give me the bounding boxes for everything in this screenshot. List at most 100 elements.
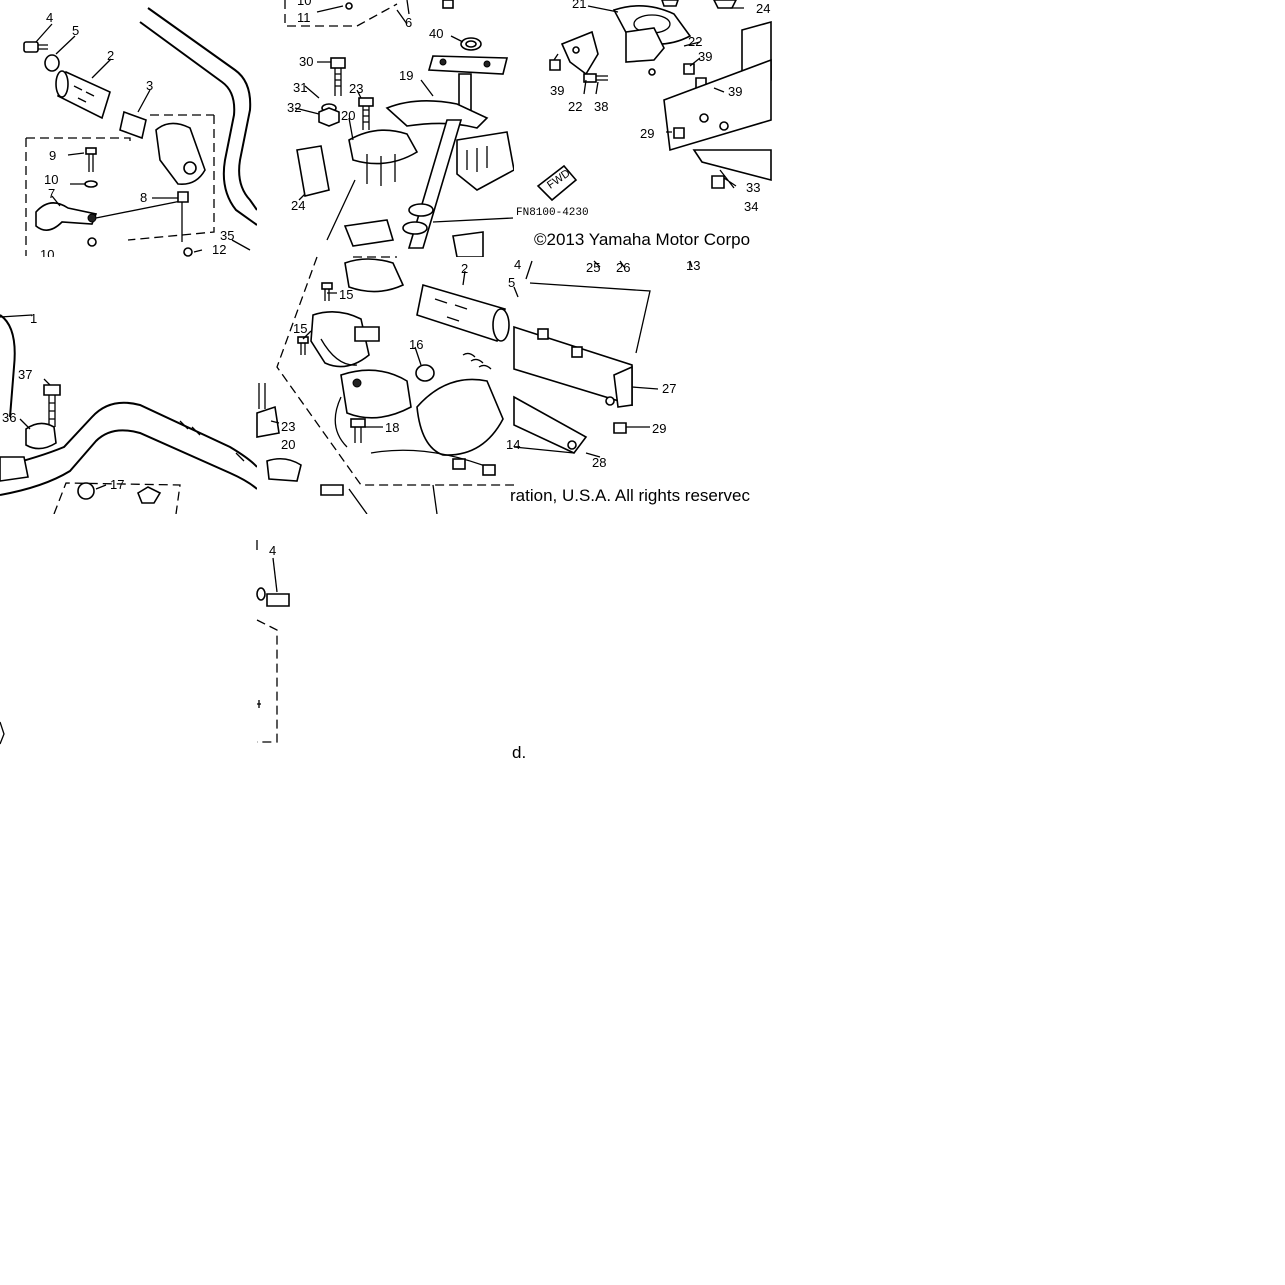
nut-part: [571, 346, 583, 358]
parts-drawing-middle-left: 1 37 36 17: [0, 311, 258, 515]
bolt-part: [613, 422, 627, 434]
bracket-part: [625, 27, 665, 63]
washer-part-small: [84, 180, 98, 188]
washer-part: [44, 54, 60, 72]
dashed-group-outline: [276, 256, 514, 486]
diagram-tile-middle-left: 1 37 36 17: [0, 257, 258, 515]
bolt-part: [330, 57, 346, 96]
callout-label: 15: [293, 321, 307, 336]
callout-label: 20: [281, 437, 295, 452]
connector-part: [482, 464, 496, 476]
handlebar-tube-edge: [0, 429, 258, 496]
bolt-part: [362, 104, 370, 130]
diagram-tile-center: 2 15 15 16 23 20 18: [256, 256, 514, 515]
callout-label: 8: [140, 190, 147, 205]
handlebar-tube-edge: [139, 21, 258, 226]
callout-label: 10: [44, 172, 58, 187]
parts-drawing-top-right: FWD 21 24 22 39 39 22 38 39 29 33 34: [536, 0, 772, 214]
callout-label: 4: [46, 10, 53, 25]
callout-label: 13: [686, 258, 700, 273]
copyright-text-start: ©2013 Yamaha Motor Corpo: [534, 230, 751, 249]
parts-drawing-bottom-middle: 4: [256, 540, 290, 743]
callout-label: 19: [399, 68, 413, 83]
callout-label: 36: [2, 410, 16, 425]
callout-label: 40: [429, 26, 443, 41]
grip-part: [55, 70, 111, 120]
clamp-part: [266, 457, 302, 482]
callout-label: 2: [107, 48, 114, 63]
nut-part: [537, 328, 549, 340]
diagram-tile-bottom-middle: 4: [256, 514, 514, 771]
nut-part: [177, 191, 189, 203]
callout-label: 23: [349, 81, 363, 96]
callout-label: 10: [297, 0, 311, 8]
bolt-part: [258, 383, 266, 409]
bolt-part: [673, 127, 685, 139]
callout-label: 29: [652, 421, 666, 436]
lower-bracket: [343, 219, 395, 247]
parts-drawing-center: 2 15 15 16 23 20 18: [256, 256, 514, 515]
diagram-tile-top-right: FWD 21 24 22 39 39 22 38 39 29 33 34 FN8…: [514, 0, 772, 257]
cushion-block: [296, 145, 330, 197]
callout-label: 15: [339, 287, 353, 302]
copyright-text-tail: d.: [512, 743, 527, 762]
callout-label: 1: [30, 311, 37, 326]
guard-rail: [663, 58, 772, 152]
callout-label: 26: [616, 260, 630, 275]
dashed-group-outline: [53, 482, 181, 515]
callout-label: 39: [550, 83, 564, 98]
callout-label: 38: [594, 99, 608, 114]
handle-crown-plate: [427, 55, 509, 75]
callout-label: 17: [110, 477, 124, 492]
dashed-group-outline: [284, 0, 398, 27]
diagram-tile-bottom-right: d.: [512, 514, 771, 771]
diagram-tile-top-left: 4 5 2 3 9 10 7 8 12 35 10: [0, 0, 258, 262]
bolt-part: [43, 384, 61, 427]
nut-part: [318, 107, 340, 127]
bolt-part: [711, 175, 725, 189]
parts-drawing-middle-right: 4 25 26 13 5 27 29 28 14: [506, 257, 700, 470]
handlebar-end: [0, 314, 16, 418]
handle-clamp-lower: [256, 405, 280, 438]
callout-label: 9: [49, 148, 56, 163]
nut-part: [549, 59, 561, 71]
callout-label: 12: [212, 242, 226, 257]
callout-label: 3: [146, 78, 153, 93]
bracket-part: [560, 30, 599, 76]
drawing-code: FN8100-4230: [516, 207, 589, 219]
callout-label: 37: [18, 367, 32, 382]
callout-label: 25: [586, 260, 600, 275]
arm-part: [385, 100, 489, 129]
callout-label: 33: [746, 180, 760, 195]
callout-label: 4: [269, 543, 276, 558]
callout-label: 31: [293, 80, 307, 95]
callout-label: 22: [568, 99, 582, 114]
handlebar-tube: [147, 7, 258, 211]
collar-part: [119, 110, 147, 140]
bolt-part: [23, 41, 48, 53]
callout-label: 14: [506, 437, 520, 452]
parts-drawing-bottom-left: [0, 721, 5, 745]
callout-label: 2: [461, 261, 468, 276]
callout-label: 20: [341, 108, 355, 123]
spring-part: [415, 352, 492, 382]
pin-part: [85, 147, 97, 172]
copyright-text-end: ration, U.S.A. All rights reservec: [510, 486, 750, 505]
handle-clamp-upper: [344, 258, 405, 293]
diagram-tile-bottom-left: [0, 514, 257, 771]
switch-part: [77, 482, 95, 500]
lever-holder-part: [155, 122, 206, 186]
callout-label: 27: [662, 381, 676, 396]
callout-label: 39: [698, 49, 712, 64]
connector-part: [452, 458, 466, 470]
callout-label: 5: [72, 23, 79, 38]
dashed-group-outline: [256, 619, 278, 743]
parts-drawing-top-left: 4 5 2 3 9 10 7 8 12 35 10: [23, 7, 258, 262]
lever-part: [35, 202, 98, 231]
callout-label: 22: [688, 34, 702, 49]
nut-part: [683, 63, 695, 75]
clamp-part: [25, 422, 57, 450]
callout-label: 5: [508, 275, 515, 290]
handle-clamp-lower: [348, 129, 419, 165]
callout-label: 6: [405, 15, 412, 30]
